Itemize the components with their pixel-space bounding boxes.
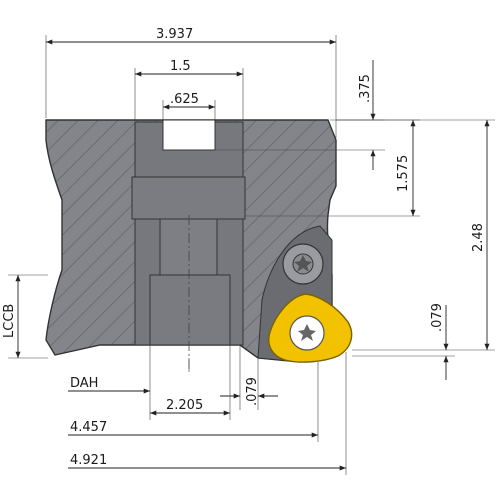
- diameter-2-label: 4.921: [70, 453, 107, 468]
- bore-depth-label: 1.575: [396, 155, 411, 192]
- insert-offset-label: .079: [430, 303, 445, 332]
- dimension-lines: [8, 35, 495, 475]
- bottom-offset-label: .079: [245, 377, 260, 406]
- lccb-label: LCCB: [2, 304, 17, 338]
- dimension-labels: 3.937 1.5 .625 .375 1.575 2.48 .079 LCCB…: [2, 27, 486, 468]
- cutting-insert: [268, 293, 353, 363]
- drive-collar: [131, 176, 246, 220]
- keyway-slot: [162, 119, 216, 151]
- torx-screw-icon: [282, 243, 324, 285]
- hub-diameter-label: 2.205: [166, 398, 203, 413]
- overall-width-label: 3.937: [156, 27, 193, 42]
- overall-height-label: 2.48: [471, 223, 486, 252]
- keyway-depth-label: .375: [358, 74, 373, 103]
- keyway-width-label: .625: [170, 92, 199, 107]
- dah-label: DAH: [70, 376, 98, 391]
- insert-screw-icon: [289, 315, 325, 351]
- diameter-1-label: 4.457: [70, 420, 107, 435]
- bore-width-label: 1.5: [170, 59, 191, 74]
- counterbore: [149, 274, 231, 346]
- bore-stem: [159, 218, 218, 276]
